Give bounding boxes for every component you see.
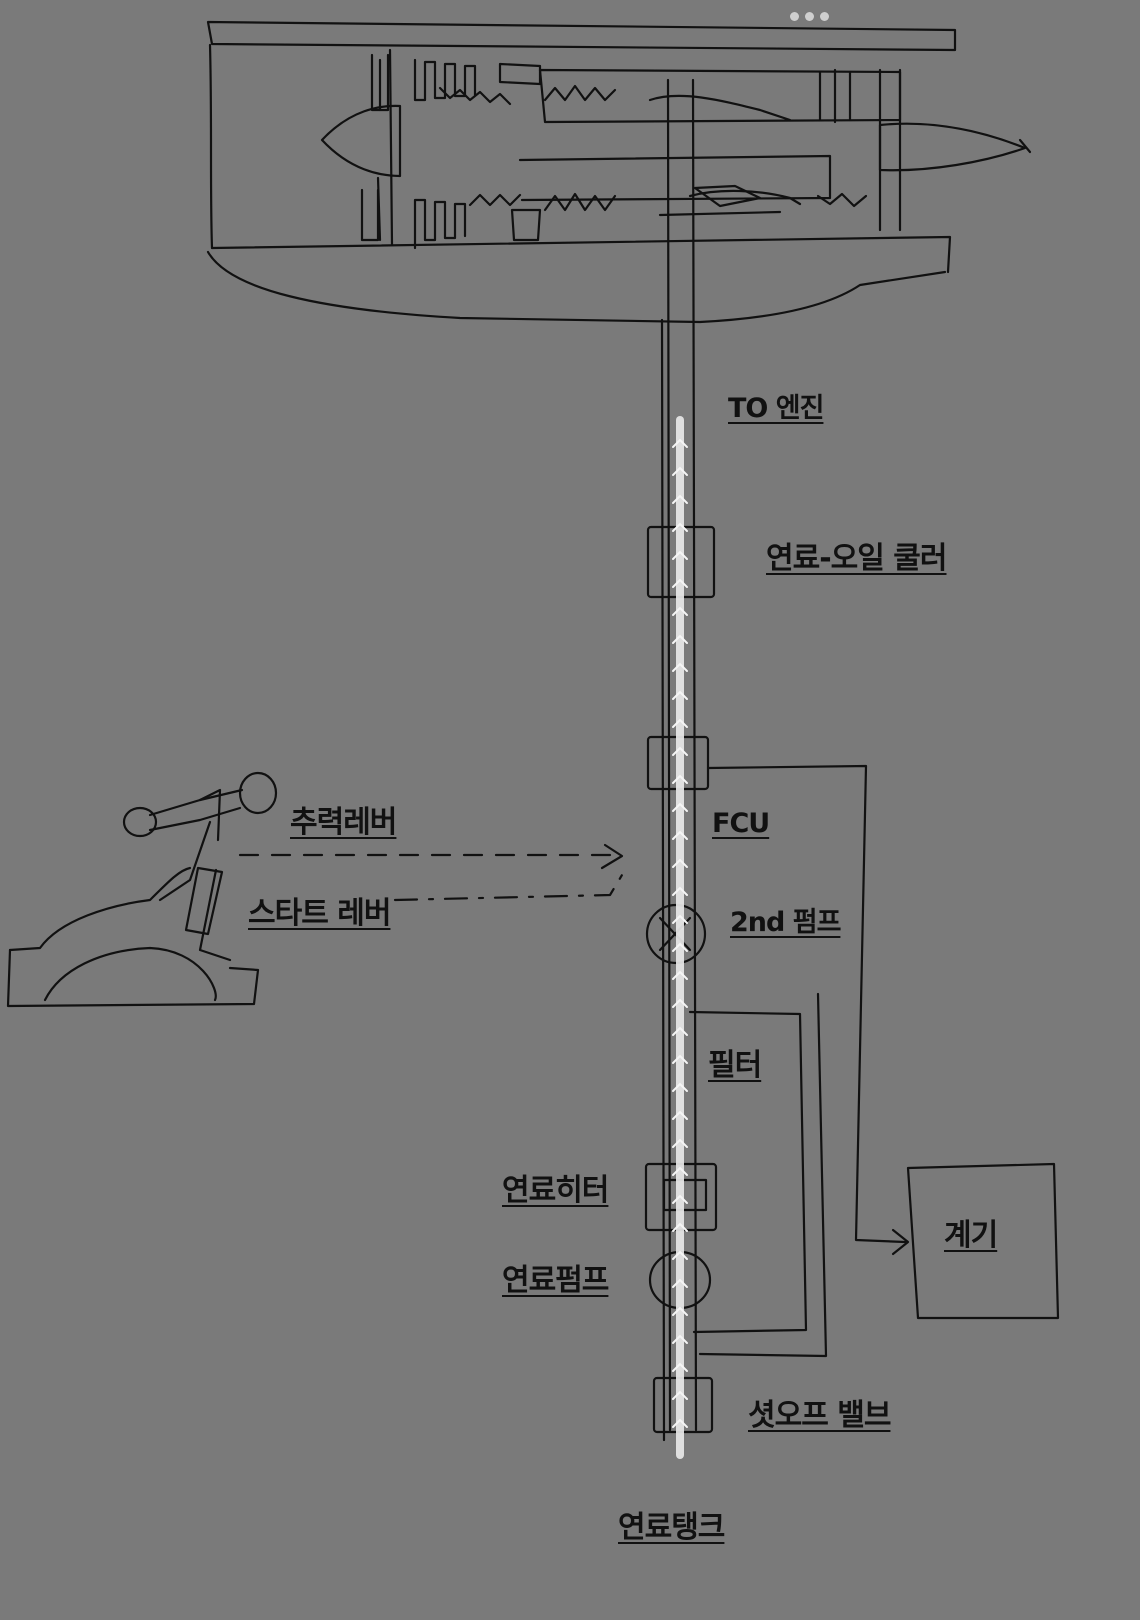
flow-arrow	[672, 1026, 688, 1036]
flow-arrow	[672, 1362, 688, 1372]
flow-arrow	[672, 1250, 688, 1260]
flow-arrow	[672, 774, 688, 784]
filter-label: 필터	[708, 1048, 762, 1083]
flow-arrow	[672, 1278, 688, 1288]
flow-arrow	[672, 438, 688, 448]
start-lever-label: 스타트 레버	[248, 896, 391, 931]
fcu-label: FCU	[712, 808, 770, 839]
dot	[805, 12, 814, 21]
flow-arrow	[672, 858, 688, 868]
fuel-line	[660, 78, 698, 1442]
flow-arrow	[672, 1306, 688, 1316]
to-engine-label: TO 엔진	[728, 393, 824, 424]
dot	[790, 12, 799, 21]
gauge-line	[706, 764, 907, 1244]
pilot-figure	[6, 771, 278, 1008]
flow-arrow	[672, 718, 688, 728]
flow-arrow	[672, 1138, 688, 1148]
flow-arrow	[672, 1334, 688, 1344]
flow-arrow	[672, 494, 688, 504]
flow-arrow	[672, 886, 688, 896]
flow-arrow	[672, 802, 688, 812]
flow-arrow	[672, 1418, 688, 1428]
flow-arrow	[672, 1110, 688, 1120]
flow-arrow	[672, 466, 688, 476]
second-pump-label: 2nd 펌프	[730, 907, 841, 938]
flow-arrow	[672, 970, 688, 980]
more-options-icon[interactable]	[790, 12, 829, 21]
flow-arrow	[672, 634, 688, 644]
flow-arrow	[672, 1222, 688, 1232]
flow-arrow	[672, 662, 688, 672]
dot	[820, 12, 829, 21]
flow-arrow	[672, 998, 688, 1008]
flow-arrow	[672, 1082, 688, 1092]
thrust-lever-label: 추력레버	[290, 805, 397, 840]
flow-arrow	[672, 606, 688, 616]
fuel-tank-label: 연료탱크	[618, 1510, 725, 1545]
gauge-box	[906, 1162, 1060, 1320]
flow-arrow	[672, 1194, 688, 1204]
fuel-pump-label: 연료펌프	[502, 1263, 609, 1298]
gauge-label: 계기	[944, 1218, 998, 1253]
flow-arrow	[672, 1390, 688, 1400]
flow-arrow	[672, 942, 688, 952]
fuel-heater-label: 연료히터	[502, 1173, 609, 1208]
flow-arrows	[672, 438, 688, 1428]
fuel-oil-cooler-label: 연료-오일 쿨러	[766, 541, 947, 576]
start-lever-link	[393, 868, 627, 902]
flow-arrow	[672, 1166, 688, 1176]
bypass-loop	[688, 1010, 808, 1334]
flow-arrow	[672, 690, 688, 700]
flow-arrow	[672, 1054, 688, 1064]
flow-arrow	[672, 578, 688, 588]
jet-engine-sketch	[206, 20, 1032, 324]
shutoff-valve-label: 셧오프 밸브	[748, 1398, 891, 1433]
flow-arrow	[672, 830, 688, 840]
flow-arrow	[672, 522, 688, 532]
flow-arrow	[672, 550, 688, 560]
flow-arrow	[672, 914, 688, 924]
flow-arrow	[672, 746, 688, 756]
